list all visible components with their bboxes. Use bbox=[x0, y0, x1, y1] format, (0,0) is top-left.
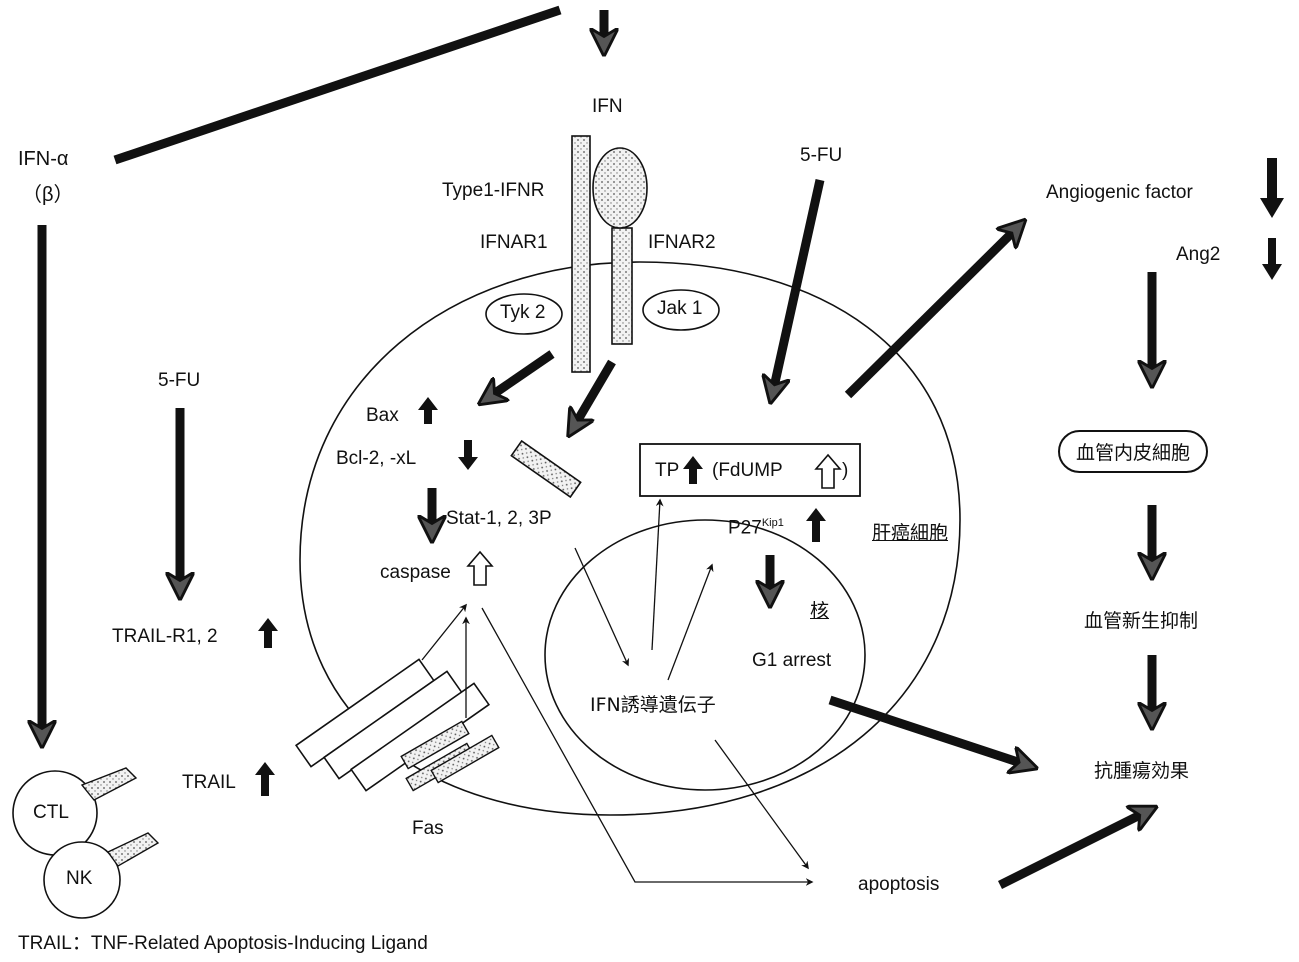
ifn-ligand bbox=[593, 148, 647, 228]
ifnar1-label: IFNAR1 bbox=[480, 232, 548, 254]
angiogenic-down-arrow bbox=[1260, 158, 1284, 218]
arrow-apoptosis-to-antitumor bbox=[1000, 810, 1150, 885]
fdump-close-paren: ) bbox=[842, 460, 848, 482]
stat-label: Stat-1, 2, 3P bbox=[446, 508, 552, 530]
caspase-hollow-up-arrow bbox=[468, 552, 492, 585]
arrow-tyk2-to-bax bbox=[485, 354, 552, 400]
ifn-label: IFN bbox=[592, 96, 623, 118]
bcl2-label: Bcl-2, -xL bbox=[336, 448, 416, 470]
trail-label: TRAIL bbox=[182, 772, 236, 794]
apoptosis-label: apoptosis bbox=[858, 874, 939, 896]
thin-stat-to-genes bbox=[575, 548, 628, 665]
trail-r-label: TRAIL-R1, 2 bbox=[112, 626, 218, 648]
ang2-label: Ang2 bbox=[1176, 244, 1220, 266]
arrow-cell-to-angiogenic bbox=[848, 225, 1020, 395]
thin-trail-to-caspase bbox=[422, 605, 466, 660]
ifn-beta-label: （β） bbox=[22, 178, 74, 207]
ifnar1-receptor bbox=[572, 136, 590, 372]
trail-up-arrow bbox=[255, 762, 275, 796]
ifnar2-label: IFNAR2 bbox=[648, 232, 716, 254]
arrow-g1-to-antitumor bbox=[830, 700, 1030, 766]
caspase-label: caspase bbox=[380, 562, 451, 584]
trailr-up-arrow bbox=[258, 618, 278, 648]
bax-label: Bax bbox=[366, 405, 399, 427]
tp-up-arrow bbox=[683, 456, 703, 484]
thin-genes-to-p27 bbox=[668, 565, 712, 680]
g1-arrest-label: G1 arrest bbox=[752, 650, 831, 672]
angiogenesis-inhibition-label: 血管新生抑制 bbox=[1084, 606, 1198, 633]
nucleus-label: 核 bbox=[810, 596, 829, 623]
ctl-label: CTL bbox=[33, 802, 69, 824]
p27-label: P27Kip1 bbox=[728, 517, 784, 539]
trail-footnote: TRAIL：TNF-Related Apoptosis-Inducing Lig… bbox=[18, 928, 428, 955]
arrow-ifn-alpha-to-ifn bbox=[115, 10, 560, 160]
endothelial-cell-box: 血管内皮細胞 bbox=[1058, 430, 1208, 473]
thin-genes-to-tp bbox=[652, 500, 660, 650]
ifnar2-receptor bbox=[612, 228, 632, 344]
ifn-genes-label: IFN誘導遺伝子 bbox=[590, 690, 716, 717]
type1-ifnr-label: Type1-IFNR bbox=[442, 180, 544, 202]
nk-ligand bbox=[108, 833, 158, 866]
hepatoma-cell-label: 肝癌細胞 bbox=[872, 518, 948, 545]
p27-superscript: Kip1 bbox=[762, 517, 784, 529]
ifn-alpha-label: IFN-α bbox=[18, 148, 68, 171]
ang2-down-arrow bbox=[1262, 238, 1282, 280]
fdump-hollow-up-arrow bbox=[816, 455, 840, 488]
thin-genes-to-apoptosis bbox=[715, 740, 808, 868]
nk-label: NK bbox=[66, 868, 92, 890]
tyk2-label: Tyk 2 bbox=[500, 302, 545, 324]
5fu-left-label: 5-FU bbox=[158, 370, 200, 392]
bcl-down-arrow bbox=[458, 440, 478, 470]
angiogenic-factor-label: Angiogenic factor bbox=[1046, 182, 1193, 204]
ctl-ligand bbox=[82, 768, 136, 800]
fdump-label: (FdUMP bbox=[712, 460, 783, 482]
antitumor-effect-label: 抗腫瘍効果 bbox=[1094, 756, 1189, 783]
5fu-center-label: 5-FU bbox=[800, 145, 842, 167]
arrow-5fu-to-tp bbox=[772, 180, 820, 396]
jak1-label: Jak 1 bbox=[657, 298, 702, 320]
stat-molecule bbox=[511, 441, 580, 497]
p27-up-arrow bbox=[806, 508, 826, 542]
bax-up-arrow bbox=[418, 397, 438, 424]
tp-label: TP bbox=[655, 460, 679, 482]
fas-label: Fas bbox=[412, 818, 444, 840]
